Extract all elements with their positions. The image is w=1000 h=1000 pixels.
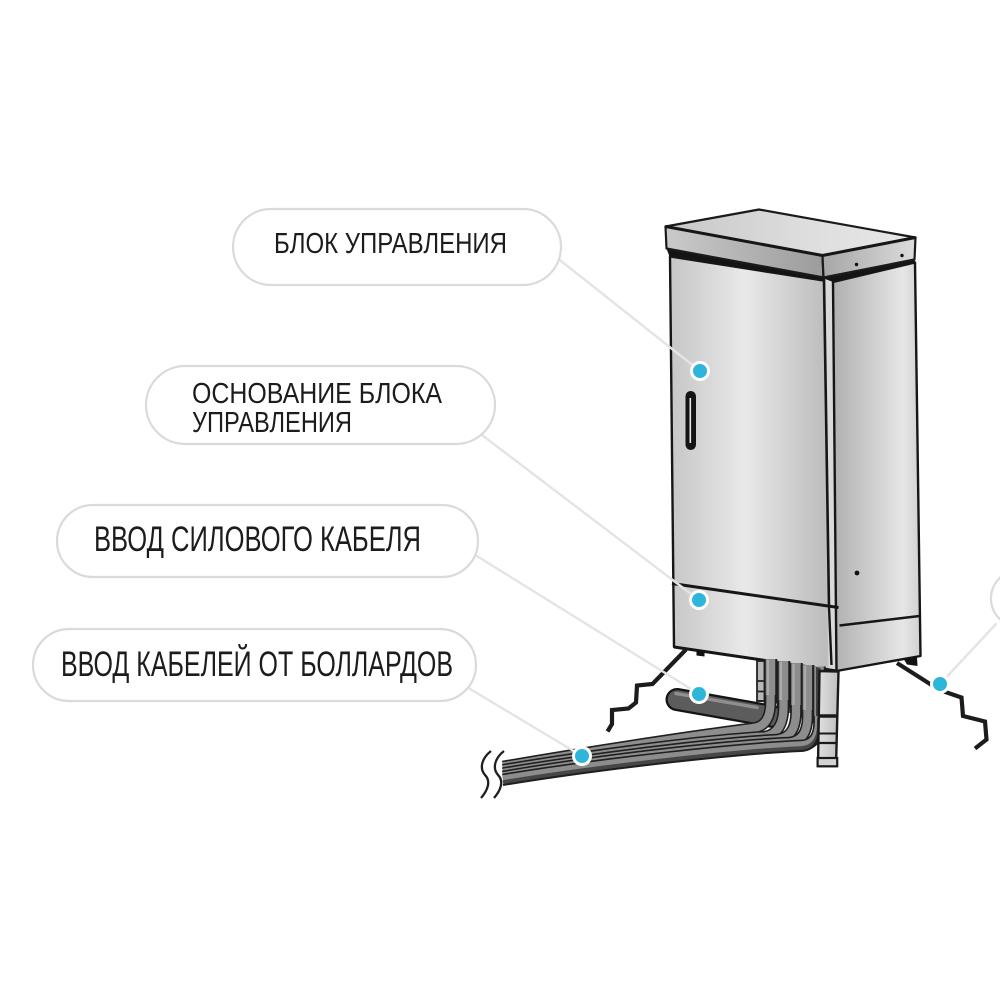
svg-text:ОСНОВАНИЕ БЛОКА: ОСНОВАНИЕ БЛОКА [192, 378, 443, 410]
svg-text:БЛОК УПРАВЛЕНИЯ: БЛОК УПРАВЛЕНИЯ [274, 228, 507, 260]
svg-text:ВВОД КАБЕЛЕЙ ОТ БОЛЛАРДОВ: ВВОД КАБЕЛЕЙ ОТ БОЛЛАРДОВ [61, 644, 453, 684]
svg-text:ВВОД СИЛОВОГО КАБЕЛЯ: ВВОД СИЛОВОГО КАБЕЛЯ [94, 520, 421, 559]
svg-text:УПРАВЛЕНИЯ: УПРАВЛЕНИЯ [192, 407, 352, 439]
